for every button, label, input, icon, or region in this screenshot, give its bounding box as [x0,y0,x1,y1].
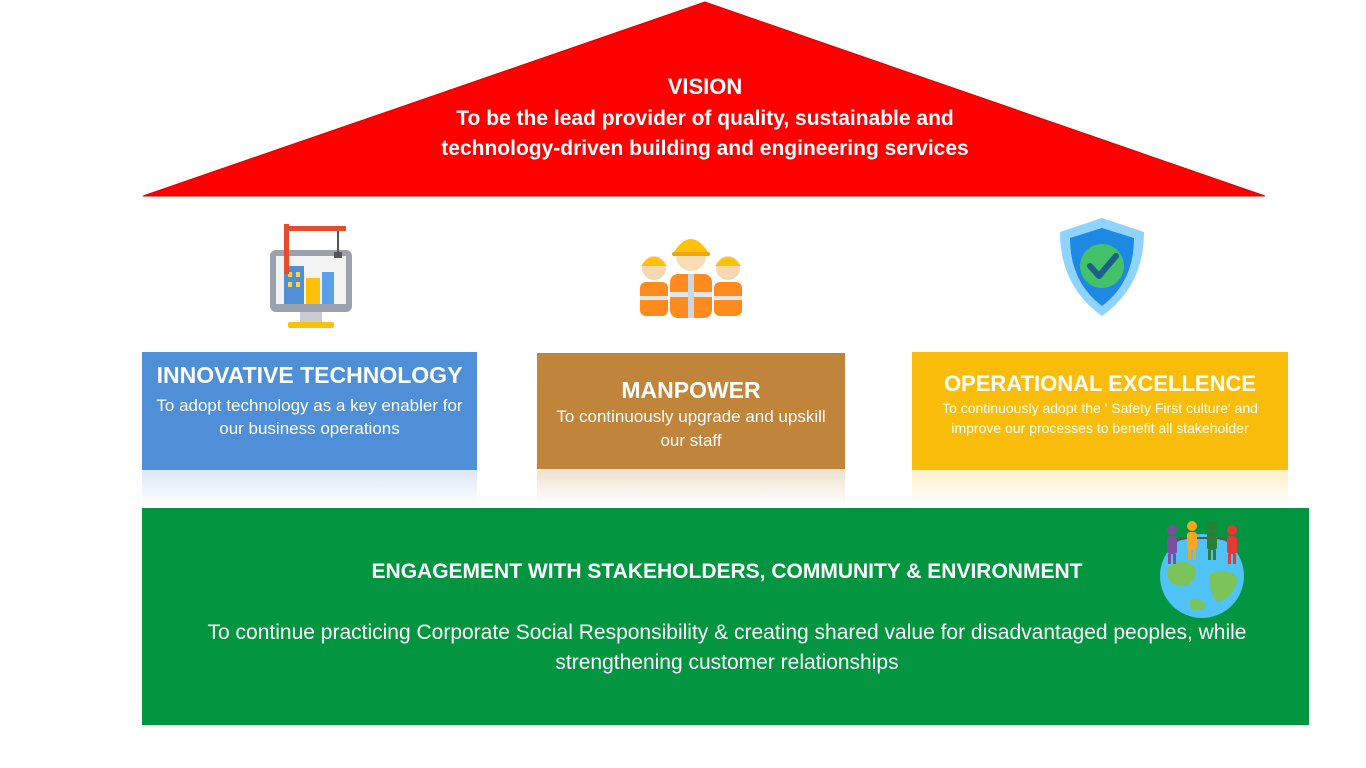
construction-computer-icon [270,224,352,328]
pillar-title: OPERATIONAL EXCELLENCE [943,371,1257,396]
pillar-title: INNOVATIVE TECHNOLOGY [156,362,463,388]
vision-text: To be the lead provider of quality, sust… [441,107,969,160]
pillar-title: MANPOWER [621,377,761,403]
pillar-reflection [912,470,1288,506]
vision-title: VISION [667,74,743,99]
pillar-description: To continuously adopt the ' Safety First… [942,400,1258,436]
pillar-reflection [142,470,477,506]
pillar-description: To adopt technology as a key enabler for… [156,396,463,438]
workers-icon [640,239,742,318]
engagement-base: ENGAGEMENT WITH STAKEHOLDERS, COMMUNITY … [142,508,1309,725]
pillar-description: To continuously upgrade and upskill our … [556,407,826,450]
pillar-reflection [537,469,845,505]
pillar-innovative-technology: INNOVATIVE TECHNOLOGY To adopt technolog… [142,352,477,470]
base-text: To continue practicing Corporate Social … [207,621,1247,674]
vision-roof [142,1,1266,197]
safety-shield-icon [1060,218,1144,316]
pillar-operational-excellence: OPERATIONAL EXCELLENCE To continuously a… [912,352,1288,470]
pillar-manpower: MANPOWER To continuously upgrade and ups… [537,353,845,469]
base-title: ENGAGEMENT WITH STAKEHOLDERS, COMMUNITY … [371,560,1083,583]
people-globe-icon [1160,521,1244,618]
